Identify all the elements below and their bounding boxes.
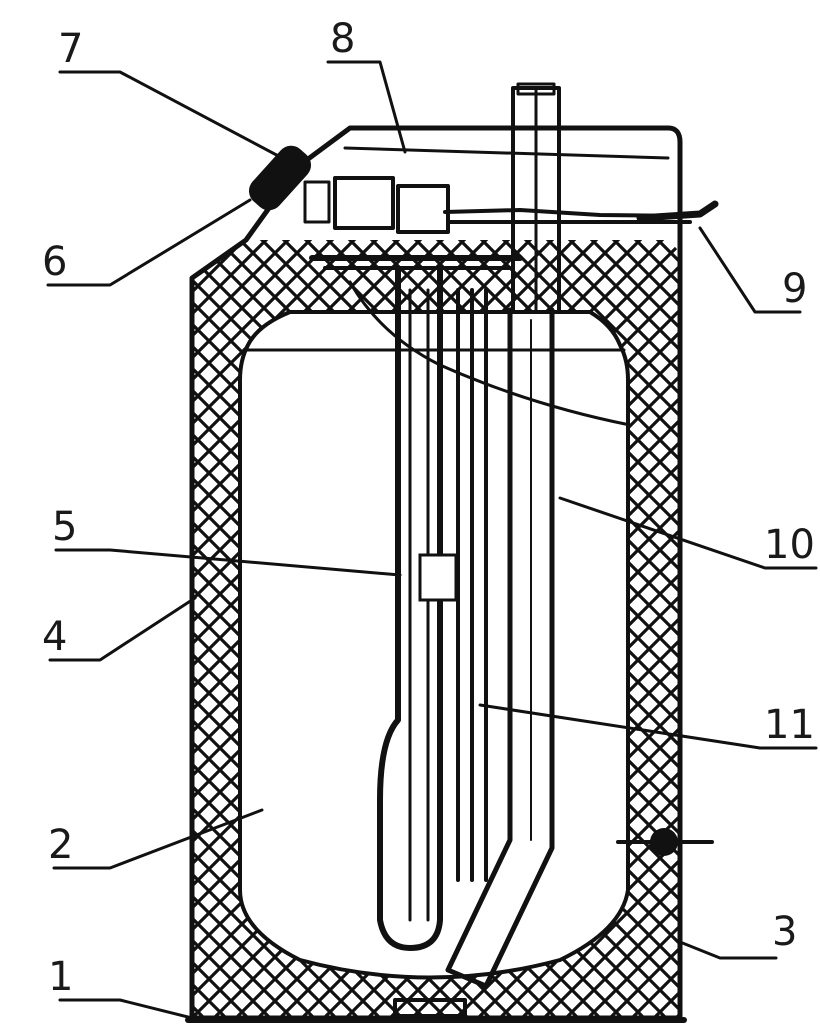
label-8: 8 [330,16,355,62]
drain-valve-knob [650,828,678,856]
inner-tank [238,310,630,980]
label-1: 1 [48,954,73,1000]
heating-element [377,267,443,951]
label-6: 6 [42,239,67,285]
label-2: 2 [48,822,73,868]
thermostat-box [333,176,395,230]
bottom-fitting [393,998,467,1018]
fuse-box [303,180,331,224]
inlet-pipe-top [511,86,561,314]
top-cover-line [343,146,670,160]
label-4: 4 [42,614,67,660]
thermostat-sensor [418,553,458,602]
label-3: 3 [772,909,797,955]
leader-lines [46,60,818,1022]
indicator-light [248,145,312,211]
label-11: 11 [764,702,815,748]
label-10: 10 [764,522,815,568]
inlet-pipe-cap [516,82,556,96]
heating-element-inner [408,288,430,922]
label-9: 9 [782,266,807,312]
magnesium-rod [456,288,488,882]
control-block [396,184,450,234]
insulation-layer [192,240,680,1018]
power-cable [636,200,719,222]
outlet-pipe [445,307,555,989]
label-5: 5 [52,504,77,550]
label-7: 7 [58,26,83,72]
